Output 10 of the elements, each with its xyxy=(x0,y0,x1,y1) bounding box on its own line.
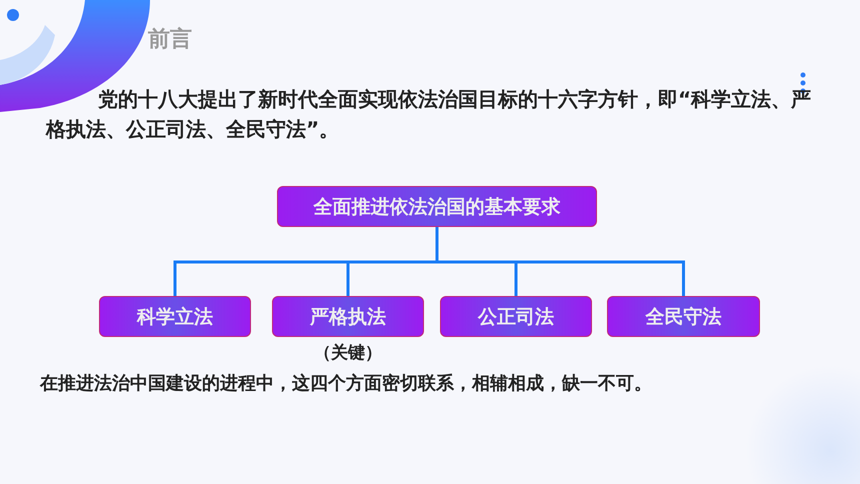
title: 前言 xyxy=(148,26,192,54)
paragraph-text: 党的十八大提出了新时代全面实现依法治国目标的十六字方针，即“科学立法、严格执法、公正司法、全民守法”。 xyxy=(46,86,812,143)
label-box: 全面推进依法治国的基本要求 xyxy=(277,186,597,227)
paragraph-text: 在推进法治中国建设的进程中，这四个方面密切联系，相辅相成，缺一不可。 xyxy=(40,372,653,396)
label-box: 公正司法 xyxy=(440,296,592,337)
label-box: 科学立法 xyxy=(99,296,251,337)
label-box: 全民守法 xyxy=(607,296,760,337)
label-box: 严格执法 xyxy=(272,296,424,337)
connector-line xyxy=(436,227,685,296)
note-text: （关键） xyxy=(313,342,383,364)
